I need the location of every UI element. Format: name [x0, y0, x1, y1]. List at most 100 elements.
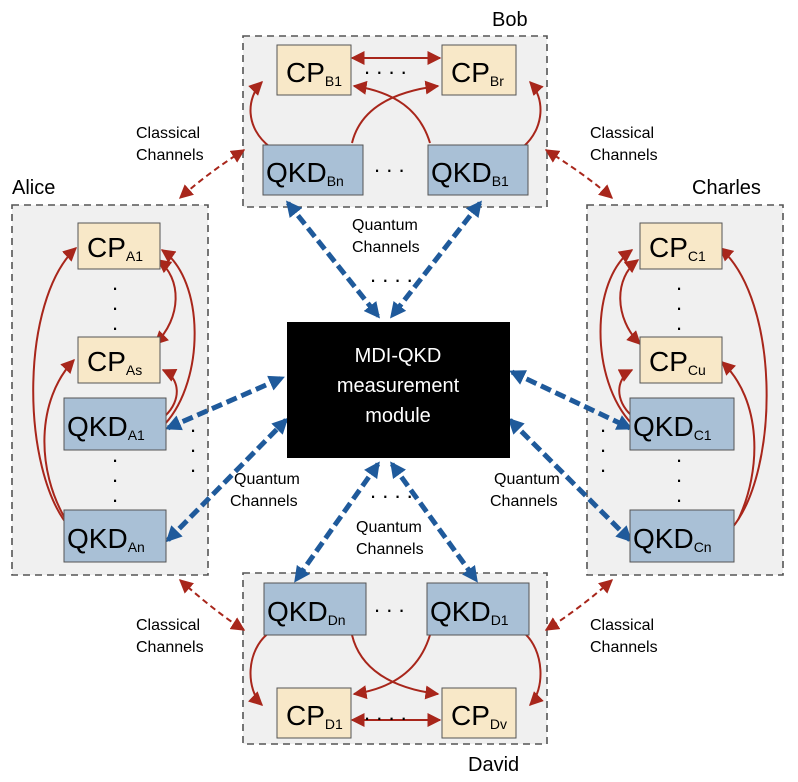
quantum-label-bottom-l2: Channels [356, 541, 424, 558]
charles-cp-ellipsis-1: . [676, 270, 682, 295]
node-qkd-cn [629, 509, 735, 563]
quantum-ellipsis-right-2: . [600, 432, 606, 457]
classical-label-tl-l1: Classical [136, 125, 200, 142]
quantum-ellipsis-bottom: . . . . [370, 478, 413, 503]
node-cp-br-label: CPBr [451, 57, 504, 89]
david-qkd-ellipsis: . . . [374, 592, 405, 617]
classical-label-tr-l2: Channels [590, 147, 658, 164]
quantum-channel-alice-n [165, 417, 289, 543]
module-line-1: MDI-QKD [355, 345, 442, 367]
alice-qkd-ellipsis-3: . [112, 482, 118, 507]
charles-cp-ellipsis-3: . [676, 310, 682, 335]
alice-cp-ellipsis-2: . [112, 290, 118, 315]
node-cp-br [441, 44, 517, 96]
node-qkd-a1 [63, 397, 167, 451]
quantum-ellipsis-left-3: . [190, 452, 196, 477]
node-qkd-dn [263, 582, 367, 636]
node-qkd-bn [262, 144, 364, 196]
charles-qkd-ellipsis-3: . [676, 482, 682, 507]
bob-qkdb1-to-cpb1 [352, 80, 431, 144]
david-title: David [468, 754, 519, 776]
alice-title: Alice [12, 177, 55, 199]
alice-qkdan-to-cpa1 [32, 247, 78, 529]
node-cp-cu-label: CPCu [649, 346, 706, 378]
bob-qkdb1-to-cpbr [522, 80, 544, 148]
david-qkdd1-to-cpdv [522, 631, 544, 706]
node-cp-as [77, 336, 161, 384]
node-qkd-cn-label: QKDCn [633, 523, 712, 555]
quantum-channel-david-1 [389, 461, 479, 583]
charles-qkd-ellipsis-1: . [676, 442, 682, 467]
node-qkd-a1-label: QKDA1 [67, 411, 145, 443]
bob-title: Bob [492, 9, 528, 31]
quantum-label-left-l2: Channels [230, 493, 298, 510]
node-qkd-dn-label: QKDDn [267, 596, 346, 628]
alice-qkd-ellipsis-2: . [112, 462, 118, 487]
bob-qkd-ellipsis: . . . [374, 152, 405, 177]
bob-qkdbn-to-cpbr [351, 80, 440, 144]
classical-label-br-l1: Classical [590, 617, 654, 634]
node-qkd-an [63, 509, 167, 563]
node-qkd-c1 [629, 397, 735, 451]
node-cp-c1 [639, 222, 723, 270]
alice-qkdan-to-cpas [43, 358, 75, 521]
alice-qkd-ellipsis-1: . [112, 442, 118, 467]
charles-title: Charles [692, 177, 761, 199]
quantum-ellipsis-right-1: . [600, 412, 606, 437]
node-cp-a1-label: CPA1 [87, 232, 143, 264]
david-qkddn-to-cpd1 [248, 631, 271, 706]
david-qkdd1-to-cpd1 [352, 634, 431, 700]
node-qkd-b1 [427, 144, 529, 196]
quantum-channel-charles-n [507, 417, 633, 543]
classical-channel-alice-bob [178, 149, 246, 199]
classical-channel-bob-charles [544, 149, 614, 199]
node-cp-d1-label: CPD1 [286, 700, 343, 732]
quantum-ellipsis-left-1: . [190, 412, 196, 437]
quantum-label-top-l1: Quantum [352, 217, 418, 234]
node-qkd-bn-label: QKDBn [266, 157, 344, 189]
node-qkd-an-label: QKDAn [67, 523, 145, 555]
node-cp-c1-label: CPC1 [649, 232, 706, 264]
classical-label-tr-l1: Classical [590, 125, 654, 142]
module-line-3: module [365, 405, 431, 427]
classical-label-tl-l2: Channels [136, 147, 204, 164]
node-cp-a1 [77, 222, 161, 270]
node-cp-d1 [276, 687, 352, 739]
node-cp-b1 [276, 44, 352, 96]
quantum-ellipsis-right-3: . [600, 452, 606, 477]
classical-label-br-l2: Channels [590, 639, 658, 656]
quantum-label-top-l2: Channels [352, 239, 420, 256]
alice-cp-ellipsis-1: . [112, 270, 118, 295]
node-qkd-b1-label: QKDB1 [431, 157, 509, 189]
mdi-qkd-module [287, 322, 510, 458]
charles-cp-ellipsis-2: . [676, 290, 682, 315]
quantum-label-left-l1: Quantum [234, 471, 300, 488]
bob-qkdbn-to-cpb1 [248, 81, 271, 148]
node-cp-cu [639, 336, 723, 384]
charles-cpcu-cpc1-link [619, 259, 641, 345]
node-cp-dv [441, 687, 517, 739]
module-line-2: measurement [337, 375, 460, 397]
quantum-channel-bob-1 [390, 200, 482, 319]
quantum-label-bottom-l1: Quantum [356, 519, 422, 536]
quantum-channel-david-n [293, 461, 381, 583]
node-cp-b1-label: CPB1 [286, 57, 342, 89]
david-qkddn-to-cpdv [351, 634, 440, 700]
quantum-ellipsis-top: . . . . [370, 262, 413, 287]
classical-channel-charles-david [544, 579, 614, 631]
quantum-label-right-l1: Quantum [494, 471, 560, 488]
classical-channel-alice-david [178, 579, 246, 631]
david-cp-ellipsis: . . . . [364, 700, 407, 725]
quantum-label-right-l2: Channels [490, 493, 558, 510]
classical-label-bl-l1: Classical [136, 617, 200, 634]
alice-cp-ellipsis-3: . [112, 310, 118, 335]
charles-qkdcn-to-cpc1 [718, 247, 768, 529]
alice-cpas-cpa1-link [153, 259, 177, 345]
quantum-channel-charles-1 [509, 369, 633, 431]
charles-qkdcn-to-cpcu [720, 361, 756, 521]
node-cp-as-label: CPAs [87, 346, 142, 378]
node-qkd-c1-label: QKDC1 [633, 411, 712, 443]
bob-cp-ellipsis: . . . . [364, 54, 407, 79]
